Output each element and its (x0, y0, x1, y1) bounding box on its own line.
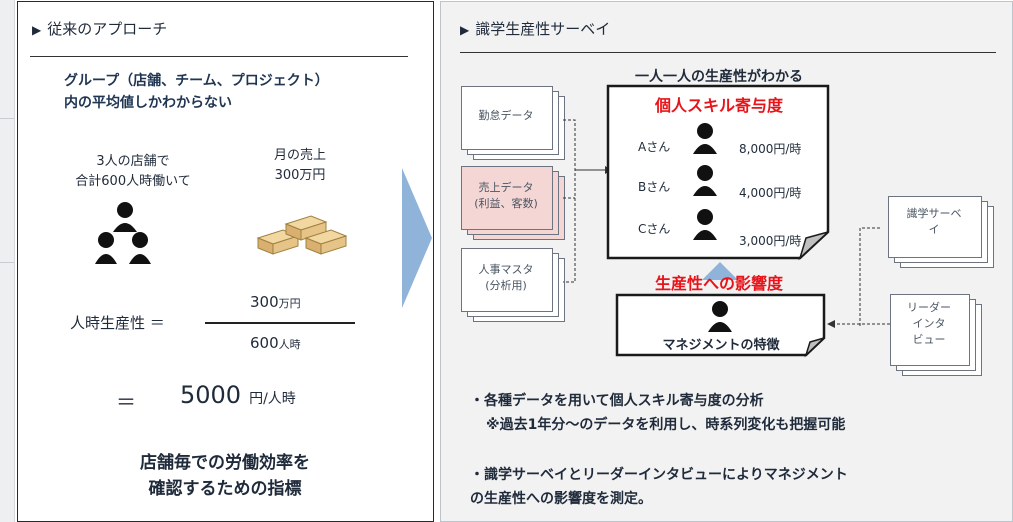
fraction-bar (205, 322, 355, 324)
right-header: ▶識学生産性サーベイ (460, 20, 611, 38)
bullet-1-line-1: ・各種データを用いて個人スキル寄与度の分析 (470, 393, 764, 409)
management-label: マネジメントの特徴 (662, 338, 780, 353)
attendance-label: 勤怠データ (478, 109, 534, 122)
person-b-value: 4,000円/時 (739, 186, 802, 200)
leader-label-1: リーダー (907, 301, 951, 314)
left-header: ▶従来のアプローチ (32, 20, 168, 38)
sales-label-2: (利益、客数) (474, 197, 538, 210)
skill-document-shape (606, 84, 830, 261)
sales-line-2: 300万円 (274, 168, 326, 183)
store-line-1: 3人の店舗で (96, 154, 170, 169)
footer-line-2: 確認するための指標 (148, 479, 302, 499)
bullet-1-line-2: ※過去1年分～のデータを利用し、時系列変化も把握可能 (486, 417, 846, 433)
hr-label-1: 人事マスタ (478, 263, 534, 276)
impact-title: 生産性への影響度 (654, 274, 783, 293)
intro-line-2: 内の平均値しかわからない (64, 95, 232, 111)
person-c-name: Cさん (638, 222, 671, 236)
footer-line-1: 店舗毎での労働効率を (140, 453, 310, 473)
intro-line-1: グループ（店舗、チーム、プロジェクト） (64, 73, 329, 89)
store-line-2: 合計600人時働いて (75, 174, 191, 189)
productivity-label: 人時生産性 ＝ (70, 314, 165, 332)
hr-master-doc (461, 248, 553, 312)
money-stack-icon (256, 215, 348, 255)
bullet-2-line-1: ・識学サーベイとリーダーインタビューによりマネジメント (470, 467, 848, 483)
leader-label-3: ビュー (912, 333, 946, 346)
survey-label-1: 識学サーベ (906, 207, 962, 220)
center-caption: 一人一人の生産性がわかる (635, 69, 803, 85)
leader-label-2: インタ (912, 317, 946, 330)
bullet-2-line-2: の生産性への影響度を測定。 (470, 491, 652, 507)
skill-title: 個人スキル寄与度 (654, 96, 783, 115)
right-header-rule (460, 52, 996, 53)
impact-arrow-icon (702, 262, 738, 280)
sales-label-1: 売上データ (478, 181, 534, 194)
person-a-value: 8,000円/時 (739, 142, 802, 156)
manager-person-icon (708, 301, 732, 332)
left-header-rule (30, 56, 408, 57)
hr-label-2: (分析用) (485, 279, 527, 292)
survey-label-2: イ (928, 223, 940, 236)
triangle-bullet-icon: ▶ (32, 23, 42, 37)
leader-interview-doc (890, 294, 970, 366)
denominator: 600人時 (250, 334, 301, 352)
numerator: 300万円 (250, 293, 301, 311)
person-icons (693, 123, 717, 240)
person-c-value: 3,000円/時 (739, 234, 802, 248)
traditional-approach-panel (17, 1, 434, 522)
person-b-name: Bさん (638, 180, 671, 194)
transition-arrow-icon (402, 168, 432, 308)
sales-line-1: 月の売上 (273, 148, 326, 163)
result-equals: ＝ (116, 390, 136, 414)
person-a-name: Aさん (638, 140, 671, 154)
triangle-bullet-icon: ▶ (460, 23, 470, 37)
sales-data-doc (461, 166, 553, 230)
three-people-icon (95, 202, 151, 264)
attendance-doc (461, 86, 553, 150)
survey-doc (888, 196, 982, 258)
slide-strip (0, 0, 15, 522)
